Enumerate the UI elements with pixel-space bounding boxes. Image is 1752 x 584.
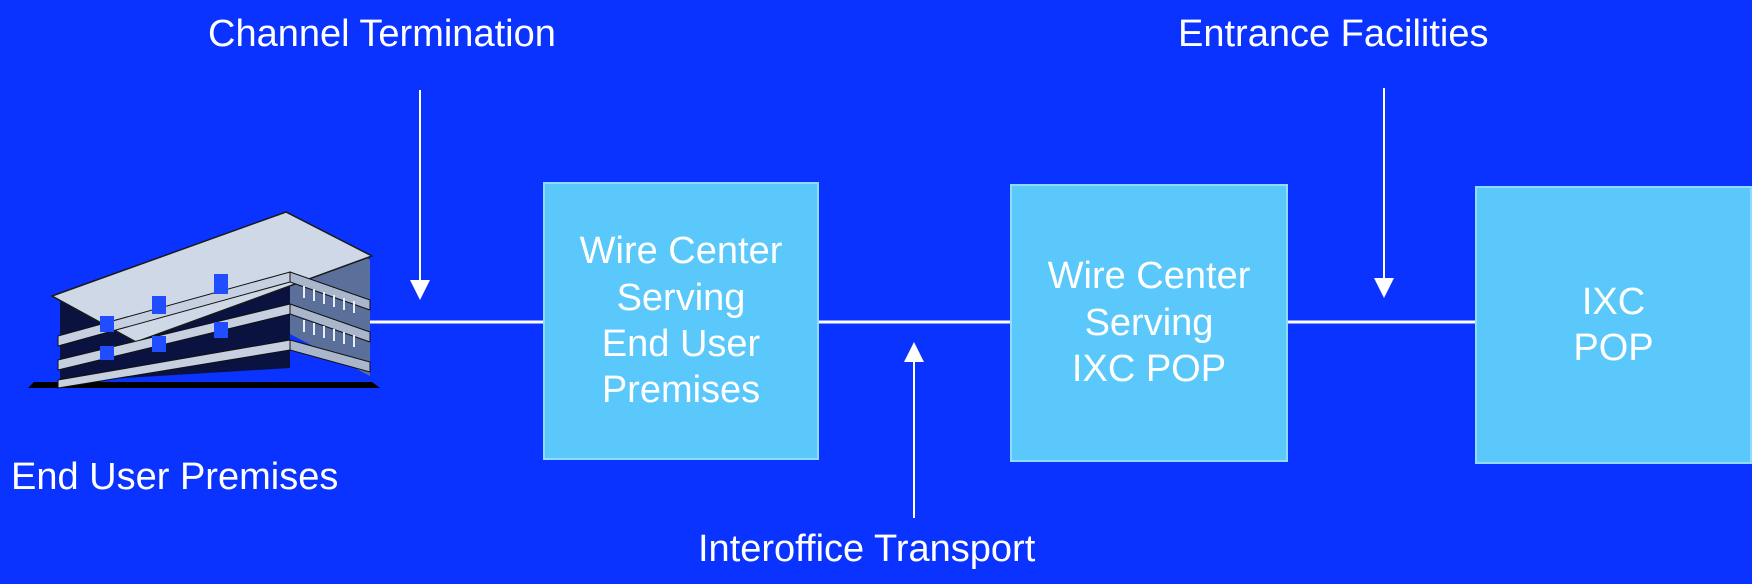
entrance-facilities-arrowhead bbox=[1374, 278, 1394, 298]
entrance-facilities-label: Entrance Facilities bbox=[1178, 13, 1489, 55]
wire-center-ixc-box: Wire Center Serving IXC POP bbox=[1010, 184, 1288, 462]
wire-center-end-user-box: Wire Center Serving End User Premises bbox=[543, 182, 819, 460]
wire-center-ixc-text: Wire Center Serving IXC POP bbox=[1047, 255, 1251, 391]
office-building-icon bbox=[28, 211, 380, 389]
interoffice-transport-arrowhead bbox=[904, 342, 924, 362]
ixc-pop-text: IXC POP bbox=[1573, 280, 1654, 369]
channel-termination-label: Channel Termination bbox=[208, 13, 556, 55]
ixc-pop-box: IXC POP bbox=[1475, 186, 1752, 464]
channel-termination-arrowhead bbox=[410, 280, 430, 300]
end-user-premises-label: End User Premises bbox=[11, 456, 339, 498]
interoffice-transport-label: Interoffice Transport bbox=[698, 528, 1036, 570]
wire-center-end-user-text: Wire Center Serving End User Premises bbox=[579, 230, 783, 412]
